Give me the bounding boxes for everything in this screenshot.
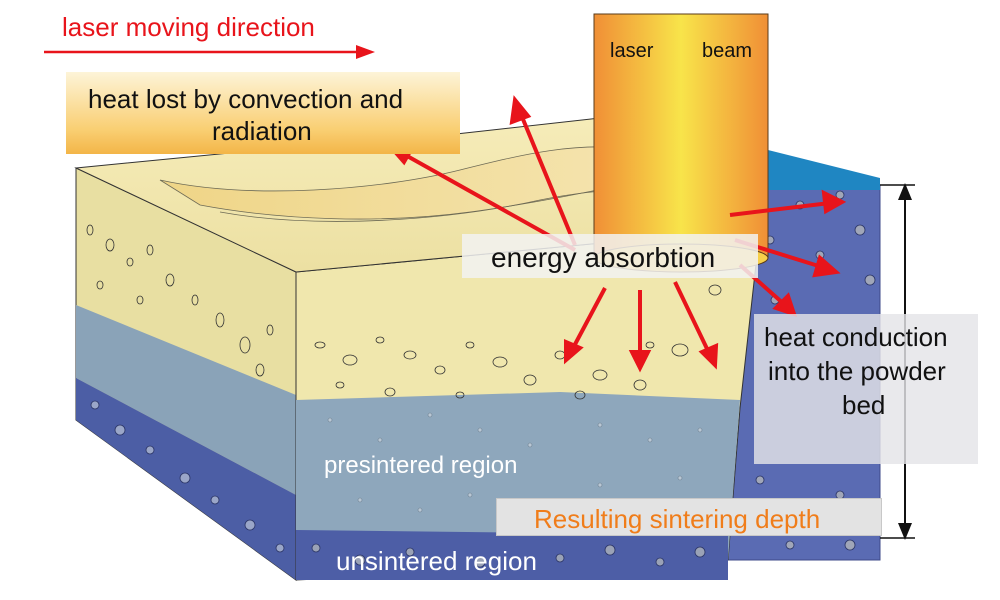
laser-moving-direction-label: laser moving direction (62, 12, 315, 42)
energy-absorption-label: energy absorbtion (491, 242, 716, 273)
heat-conduction-label-line2: into the powder (768, 356, 946, 386)
heat-conduction-label-box (754, 314, 978, 464)
beam-label: beam (702, 40, 753, 62)
sintering-depth-label: Resulting sintering depth (534, 504, 821, 534)
block-front-unsintered (296, 530, 728, 580)
powder-particles-unsintered (311, 543, 706, 568)
laser-label: laser (610, 40, 654, 62)
moving-direction-arrowhead (356, 45, 375, 59)
presintered-region-label: presintered region (324, 452, 518, 479)
powder-particles-left (86, 224, 274, 377)
heat-lost-label-box (66, 72, 460, 154)
depth-arrowhead-bottom (898, 523, 912, 540)
block-left-presintered (76, 305, 296, 495)
heat-lost-label-line2: radiation (212, 116, 312, 146)
unsintered-region-label: unsintered region (336, 546, 537, 576)
heat-conduction-label-line1: heat conduction (764, 322, 948, 352)
heat-lost-label-line1: heat lost by convection and (88, 84, 404, 114)
powder-particles-left-blue (90, 400, 285, 553)
sintering-depth-label-box (496, 498, 882, 536)
laser-beam (593, 13, 769, 259)
depth-arrowhead-top (898, 183, 912, 200)
energy-absorption-label-box (462, 234, 758, 278)
powder-particles-presintered (327, 412, 703, 513)
heat-conduction-label-line3: bed (842, 390, 886, 420)
powder-bed-top-teal (760, 150, 880, 190)
powder-particles-bed (755, 190, 876, 551)
